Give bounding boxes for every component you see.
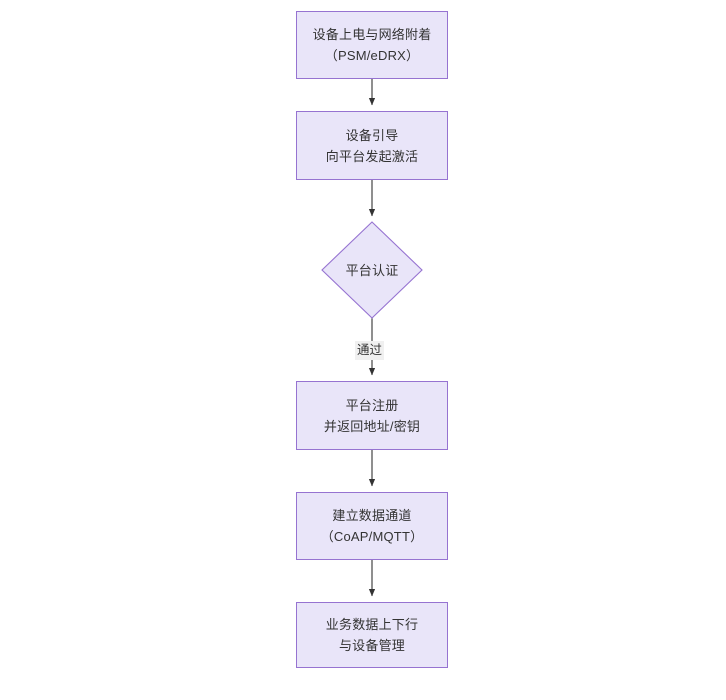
- node-business-data-and-device-management[interactable]: 业务数据上下行 与设备管理: [296, 602, 448, 668]
- node-label-line: （PSM/eDRX）: [324, 48, 420, 63]
- node-label-line: 业务数据上下行: [325, 617, 419, 632]
- node-platform-authentication[interactable]: 平台认证: [322, 222, 422, 318]
- decision-node-shape-platform-auth[interactable]: [321, 221, 423, 319]
- node-device-power-on[interactable]: 设备上电与网络附着 （PSM/eDRX）: [296, 11, 448, 79]
- node-label-line: 设备上电与网络附着: [312, 27, 432, 42]
- node-label-line: 与设备管理: [338, 638, 405, 653]
- node-establish-data-channel[interactable]: 建立数据通道 （CoAP/MQTT）: [296, 492, 448, 560]
- node-platform-registration[interactable]: 平台注册 并返回地址/密钥: [296, 381, 448, 450]
- edge-label-pass: 通过: [355, 341, 385, 360]
- node-label-line: 设备引导: [345, 127, 399, 143]
- node-label-line: （CoAP/MQTT）: [320, 529, 424, 544]
- node-label-line: 并返回地址/密钥: [323, 418, 421, 434]
- node-label-line: 平台认证: [345, 262, 399, 278]
- node-label-line: 向平台发起激活: [325, 148, 419, 164]
- node-label-line: 建立数据通道: [332, 508, 412, 523]
- node-device-bootstrap[interactable]: 设备引导 向平台发起激活: [296, 111, 448, 180]
- node-label-line: 平台注册: [345, 397, 399, 413]
